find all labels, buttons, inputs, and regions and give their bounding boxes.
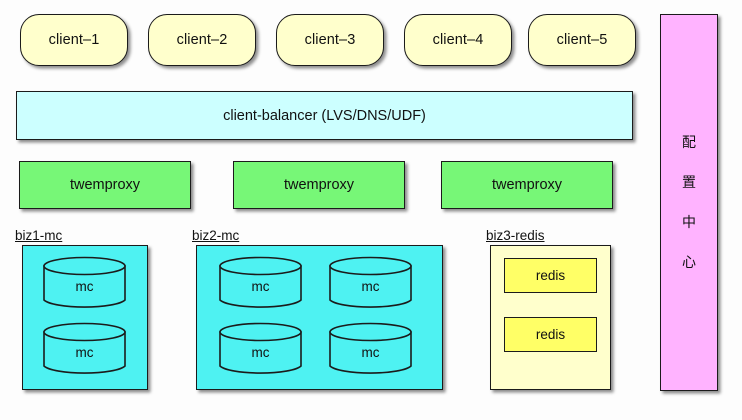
redis-label: redis — [535, 268, 566, 283]
redis-node[interactable]: redis — [504, 317, 597, 352]
config-center-char-1: 配 — [682, 134, 696, 151]
group-label-biz3-redis: biz3-redis — [486, 228, 545, 243]
client-node-2[interactable]: client–2 — [148, 14, 256, 66]
mc-cylinder-node[interactable]: mc — [328, 322, 413, 376]
mc-cylinder-node[interactable]: mc — [42, 322, 127, 376]
twemproxy-node-1[interactable]: twemproxy — [19, 161, 191, 209]
mc-cylinder-node[interactable]: mc — [218, 256, 303, 310]
client-balancer-label: client-balancer (LVS/DNS/UDF) — [223, 107, 426, 124]
client-balancer-node[interactable]: client-balancer (LVS/DNS/UDF) — [16, 91, 633, 140]
client-node-1[interactable]: client–1 — [20, 14, 128, 66]
client-label: client–1 — [48, 32, 100, 48]
twemproxy-label: twemproxy — [491, 177, 563, 193]
config-center-panel[interactable]: 配 置 中 心 — [660, 14, 718, 391]
client-node-5[interactable]: client–5 — [528, 14, 636, 66]
twemproxy-node-3[interactable]: twemproxy — [441, 161, 613, 209]
client-node-3[interactable]: client–3 — [276, 14, 384, 66]
client-node-4[interactable]: client–4 — [404, 14, 512, 66]
client-label: client–4 — [432, 32, 484, 48]
twemproxy-label: twemproxy — [283, 177, 355, 193]
redis-label: redis — [535, 327, 566, 342]
twemproxy-label: twemproxy — [69, 177, 141, 193]
twemproxy-node-2[interactable]: twemproxy — [233, 161, 405, 209]
mc-cylinder-node[interactable]: mc — [328, 256, 413, 310]
group-label-biz2-mc: biz2-mc — [192, 228, 240, 243]
redis-node[interactable]: redis — [504, 258, 597, 293]
mc-cylinder-node[interactable]: mc — [218, 322, 303, 376]
group-label-biz1-mc: biz1-mc — [15, 228, 63, 243]
client-label: client–3 — [304, 32, 356, 48]
client-label: client–5 — [556, 32, 608, 48]
config-center-char-3: 中 — [682, 214, 696, 231]
client-label: client–2 — [176, 32, 228, 48]
config-center-char-2: 置 — [682, 174, 696, 191]
config-center-char-4: 心 — [682, 254, 696, 271]
mc-cylinder-node[interactable]: mc — [42, 256, 127, 310]
